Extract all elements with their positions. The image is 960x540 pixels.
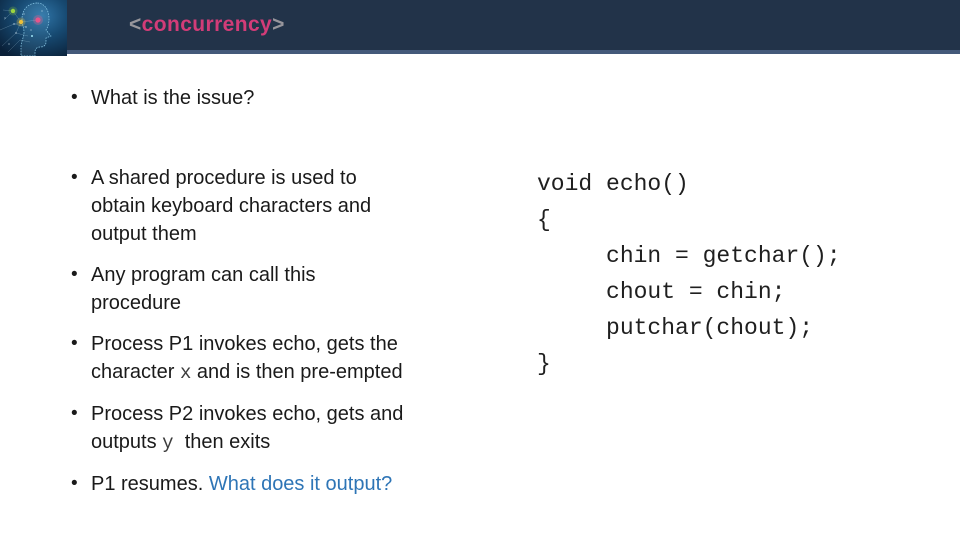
code-line: putchar(chout); (537, 315, 814, 341)
code-line: { (537, 207, 551, 233)
list-item: Any program can call this procedure (68, 261, 498, 317)
bullet-list: What is the issue? A shared procedure is … (68, 84, 498, 511)
code-line: chin = getchar(); (537, 243, 841, 269)
list-item: A shared procedure is used to obtain key… (68, 164, 498, 248)
bullet-text: and is then pre-empted (191, 361, 403, 383)
ai-head-logo-svg (0, 0, 67, 57)
bullet-text: P1 resumes. (91, 473, 209, 495)
code-line: chout = chin; (537, 279, 786, 305)
list-item: Process P1 invokes echo, gets the charac… (68, 330, 498, 387)
list-item: P1 resumes. What does it output? (68, 470, 498, 498)
glow-dot-green (8, 6, 18, 16)
bullet-text: Process P2 invokes echo, gets and output… (91, 403, 404, 453)
bullet-text: then exits (173, 431, 271, 453)
network-dots (4, 10, 43, 45)
bullet-text: What is the issue? (91, 87, 255, 109)
inline-code: y (162, 432, 174, 454)
title-word: concurrency (141, 13, 273, 36)
ai-head-logo-image (0, 0, 67, 57)
page-title: <concurrency> (129, 0, 285, 50)
bullet-text: Process P1 invokes echo, gets the charac… (91, 333, 398, 383)
list-item: What is the issue? (68, 84, 498, 112)
bullet-text: A shared procedure is used to obtain key… (91, 167, 372, 245)
glow-dot-cyan (31, 35, 33, 37)
title-open-bracket: < (129, 13, 142, 36)
bullet-text: Any program can call this procedure (91, 264, 316, 314)
list-item: Process P2 invokes echo, gets and output… (68, 400, 498, 457)
title-close-bracket: > (272, 13, 285, 36)
code-block: void echo() { chin = getchar(); chout = c… (537, 166, 841, 382)
code-line: } (537, 351, 551, 377)
glow-dot-yellow (16, 17, 26, 27)
question-highlight: What does it output? (208, 473, 393, 495)
code-line: void echo() (537, 171, 689, 197)
inline-code: x (179, 362, 192, 384)
header-bar: <concurrency> (0, 0, 960, 54)
glow-dot-pink (33, 15, 43, 25)
